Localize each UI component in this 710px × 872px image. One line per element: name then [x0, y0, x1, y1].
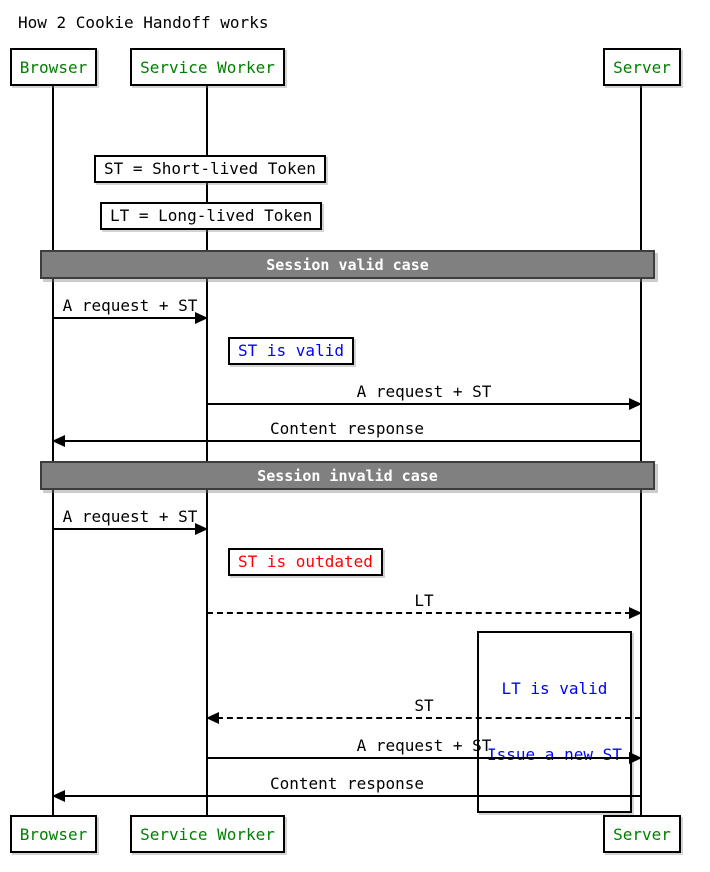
divider-session-valid: Session valid case	[40, 250, 655, 279]
message-label: A request + ST	[356, 382, 492, 401]
status-note-st-outdated: ST is outdated	[228, 548, 383, 576]
arrowhead-left-icon	[52, 790, 65, 802]
message-label: Content response	[269, 774, 425, 793]
participant-service-worker-top: Service Worker	[130, 48, 285, 86]
message-line	[53, 312, 208, 324]
status-note-line-2: Issue a new ST	[487, 745, 622, 764]
message-line	[53, 523, 208, 535]
arrowhead-left-icon	[206, 712, 219, 724]
diagram-title: How 2 Cookie Handoff works	[18, 13, 269, 32]
message-content-response-server-to-browser: Content response	[52, 419, 641, 447]
participant-server-top: Server	[603, 48, 681, 86]
message-request-st-browser-to-sw-2: A request + ST	[53, 507, 208, 535]
arrowhead-right-icon	[195, 523, 208, 535]
message-line-dashed	[206, 712, 641, 724]
participant-service-worker-bottom: Service Worker	[130, 815, 285, 853]
lifeline-server	[640, 86, 642, 815]
message-label: LT	[414, 591, 434, 610]
message-label: A request + ST	[62, 507, 198, 526]
status-note-line-1: LT is valid	[501, 679, 608, 698]
arrowhead-right-icon	[195, 312, 208, 324]
message-label: A request + ST	[356, 736, 492, 755]
participant-browser-top: Browser	[10, 48, 97, 86]
message-line	[207, 752, 642, 764]
message-line	[207, 398, 642, 410]
message-label: Content response	[269, 419, 425, 438]
lifeline-service-worker	[206, 86, 208, 815]
legend-note-short-lived-token: ST = Short-lived Token	[94, 155, 326, 183]
divider-session-valid-label: Session valid case	[266, 255, 429, 274]
message-st-server-to-sw: ST	[206, 696, 641, 724]
divider-session-invalid-label: Session invalid case	[257, 466, 438, 485]
arrowhead-right-icon	[629, 398, 642, 410]
message-label: A request + ST	[62, 296, 198, 315]
arrowhead-right-icon	[629, 607, 642, 619]
message-content-response-server-to-browser-2: Content response	[52, 774, 641, 802]
participant-browser-bottom: Browser	[10, 815, 97, 853]
status-note-st-valid: ST is valid	[228, 337, 354, 365]
status-note-lt-valid: LT is valid Issue a new ST	[477, 631, 632, 813]
message-lt-sw-to-server: LT	[207, 591, 642, 619]
message-request-st-sw-to-server-2: A request + ST	[207, 736, 642, 764]
participant-server-bottom: Server	[603, 815, 681, 853]
message-label: ST	[414, 696, 434, 715]
divider-session-invalid: Session invalid case	[40, 461, 655, 490]
message-line	[52, 790, 641, 802]
arrowhead-right-icon	[629, 752, 642, 764]
lifeline-browser	[52, 86, 54, 815]
message-line-dashed	[207, 607, 642, 619]
message-line	[52, 435, 641, 447]
message-request-st-sw-to-server: A request + ST	[207, 382, 642, 410]
message-request-st-browser-to-sw: A request + ST	[53, 296, 208, 324]
arrowhead-left-icon	[52, 435, 65, 447]
legend-note-long-lived-token: LT = Long-lived Token	[100, 202, 323, 230]
